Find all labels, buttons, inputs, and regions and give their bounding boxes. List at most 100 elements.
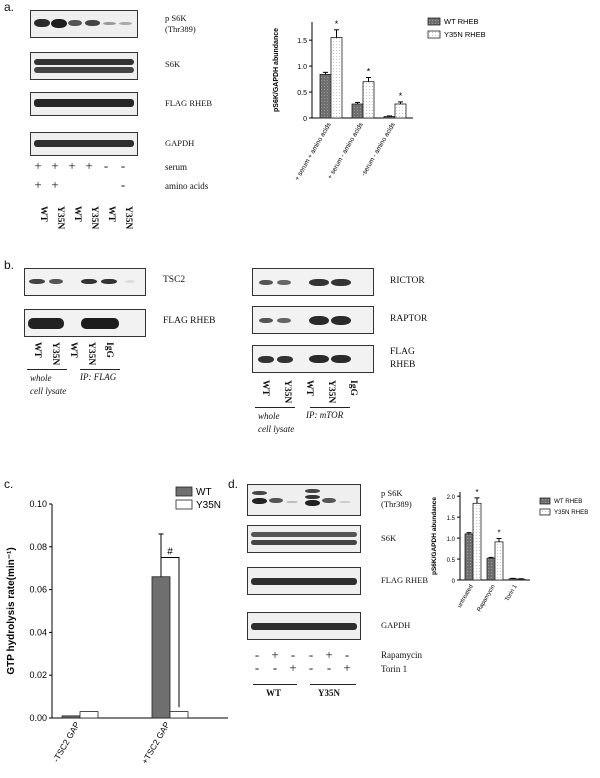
a-lane-label: Y35N [89, 206, 99, 230]
category-label: + serum + amino acids [294, 121, 333, 182]
a-row-label-serum: serum [165, 162, 187, 172]
b-left-group-ip: IP: FLAG [80, 372, 117, 382]
d-rapamycin-sign: + [325, 647, 333, 662]
blot-a-label-s6k: S6K [165, 59, 181, 69]
blot-d-label-ps6k: p S6K (Thr389) [381, 488, 412, 509]
b-left-lane-label: IgG [104, 342, 114, 358]
blot-a-gapdh [30, 132, 138, 156]
y-tick-label: 0 [452, 579, 456, 585]
blot-a-flag [30, 92, 138, 116]
y-tick-label: 0 [303, 116, 307, 123]
y-tick-label: 1.0 [447, 537, 456, 543]
b-right-lane-label: Y35N [326, 380, 336, 404]
y-tick-label: 1.0 [297, 64, 307, 71]
a-row-label-amino: amino acids [165, 181, 209, 191]
d-rapamycin-sign: - [344, 647, 350, 662]
significance-mark: * [475, 488, 478, 497]
b-right-lane-label: WT [260, 380, 270, 396]
a-lane-label: WT [72, 206, 82, 222]
d-torin-sign: - [308, 660, 314, 675]
panel-d-label: d. [228, 477, 239, 491]
d-row-label-torin: Torin 1 [381, 664, 408, 674]
a-amino-sign: + [34, 177, 42, 192]
blot-a-ps6k [30, 10, 138, 38]
y-tick-label: 0.02 [29, 670, 47, 680]
panel-b-label: b. [4, 258, 15, 272]
bar [494, 541, 504, 581]
bar [508, 578, 518, 581]
d-torin-sign: + [289, 660, 297, 675]
d-rapamycin-sign: + [271, 647, 279, 662]
significance-mark: * [335, 19, 339, 29]
d-rapamycin-sign: - [308, 647, 314, 662]
blot-b-flag [24, 309, 146, 337]
bar [464, 533, 474, 581]
category-label: Rapamycin [477, 584, 497, 613]
d-group-wt: WT [266, 688, 282, 698]
bar [516, 578, 526, 581]
y-tick-label: 2.0 [447, 495, 456, 501]
b-left-lane-label: WT [32, 342, 42, 358]
d-torin-sign: - [254, 660, 260, 675]
blot-b-raptor [252, 306, 374, 334]
significance-mark: * [399, 91, 403, 101]
blot-b-rflag [252, 345, 374, 373]
y-tick-label: 0.00 [29, 713, 47, 723]
bar [319, 74, 332, 119]
blot-a-label-flag: FLAG RHEB [165, 98, 212, 108]
d-row-label-rapamycin: Rapamycin [381, 650, 422, 660]
blot-b-label-rflag: FLAG RHEB [390, 347, 416, 370]
a-serum-sign: + [68, 158, 76, 173]
y-tick-label: 0.08 [29, 542, 47, 552]
y-tick-label: 0.5 [297, 90, 307, 97]
significance-bracket [160, 557, 180, 708]
blot-d-s6k [247, 525, 361, 553]
a-serum-sign: + [85, 158, 93, 173]
bar [472, 502, 482, 581]
blot-b-label-flag: FLAG RHEB [163, 316, 216, 326]
legend-swatch [539, 497, 551, 505]
b-right-lane-label: IgG [348, 380, 358, 396]
y-axis-label: pS6K/GAPDH abundance [273, 28, 280, 112]
blot-b-rictor [252, 268, 374, 296]
a-amino-sign: - [120, 177, 126, 192]
a-lane-label: Y35N [123, 206, 133, 230]
panel-c-label: c. [4, 477, 14, 491]
blot-a-s6k [30, 52, 138, 80]
a-lane-label: WT [38, 206, 48, 222]
legend-label: WT RHEB [554, 498, 582, 505]
d-torin-sign: - [272, 660, 278, 675]
d-torin-sign: + [343, 660, 351, 675]
blot-a-label-gapdh: GAPDH [165, 138, 195, 148]
legend-swatch [427, 17, 441, 26]
b-right-lane-label: Y35N [282, 380, 292, 404]
legend-label: WT [196, 487, 212, 498]
legend-swatch [175, 499, 193, 510]
blot-b-label-raptor: RAPTOR [390, 314, 428, 324]
bar [151, 576, 171, 719]
y-axis-label: GTP hydrolysis rate(min⁻¹) [6, 547, 17, 674]
b-right-lane-label: WT [304, 380, 314, 396]
d-torin-sign: - [326, 660, 332, 675]
b-right-group-wcl: whole cell lysate [258, 411, 295, 434]
a-lane-label: Y35N [55, 206, 65, 230]
a-serum-sign: - [103, 158, 109, 173]
b-left-lane-label: Y35N [50, 342, 60, 366]
d-rapamycin-sign: - [290, 647, 296, 662]
y-tick-label: 0.10 [29, 499, 47, 509]
legend-label: Y35N RHEB [444, 30, 486, 39]
a-amino-sign: + [51, 177, 59, 192]
blot-d-label-s6k: S6K [381, 533, 397, 543]
blot-b-label-tsc2: TSC2 [163, 275, 186, 285]
a-lane-label: WT [106, 206, 116, 222]
legend-swatch [539, 508, 551, 516]
legend-label: WT RHEB [444, 17, 478, 26]
significance-mark: * [367, 67, 371, 77]
significance-mark: # [167, 547, 173, 558]
bar [394, 103, 407, 119]
y-tick-label: 0.5 [447, 558, 456, 564]
legend-swatch [175, 486, 193, 497]
